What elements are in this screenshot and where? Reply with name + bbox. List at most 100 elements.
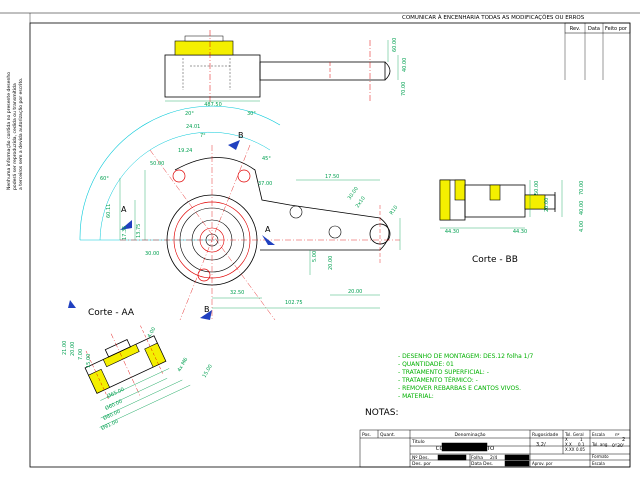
dim-d14: 30.00 [347,186,360,201]
corte-aa-view: 21.00 20.00 7.00 15.00 4.00 4x M6 15.00 … [62,300,214,432]
dim-d4: 50.00 [150,161,164,167]
svg-text:Quant.: Quant. [380,432,395,438]
aa-dim-11: 4x M6 [177,357,190,373]
svg-text:Tol. ang.: Tol. ang. [591,442,609,447]
svg-text:nº: nº [615,432,620,437]
svg-text:Título: Título [411,438,425,445]
note-item-4: - TRATAMENTO TÉRMICO: - [398,376,478,384]
aa-dim-10: Ø91.00 [100,418,119,432]
dim-d9: 13.75 [136,224,142,238]
svg-text:Data Des.: Data Des. [471,461,493,467]
note-item-2: - QUANTIDADE: 01 [398,361,454,368]
header-notice: COMUNICAR À ENCENHARIA TODAS AS MODIFICA… [402,14,585,21]
bb-dim-5: 40.00 [579,201,585,215]
dim-d10: 32.50 [230,290,244,296]
feito-por-header: Feito por [605,26,628,32]
dim-d11: 102.75 [285,300,303,306]
dim-d1: 24.01 [186,124,200,130]
svg-text:2: 2 [622,437,625,443]
svg-text:a terceiros sem a devida autor: a terceiros sem a devida autorização por… [18,78,24,190]
dim-d18: 20.00 [328,256,334,270]
top-view-width-dim: 487.50 [204,102,222,108]
svg-text:Folha: Folha [471,455,483,461]
svg-text:Formato: Formato [592,454,609,459]
bb-dim-2: 20.00 [544,198,550,212]
aa-dim-5: 4.00 [147,326,158,339]
dim-a2: 30° [247,111,256,117]
dim-a1: 20° [185,111,194,117]
dim-d6: 17.35 [122,226,128,240]
section-a-right-marker [262,235,275,245]
section-b-bottom-marker [200,310,212,320]
top-h1-dim: 60.00 [392,38,398,52]
svg-text:Aprov. por: Aprov. por [532,461,553,466]
aa-dim-6: 15.00 [202,364,214,379]
svg-text:Rugosidade: Rugosidade [532,432,558,438]
svg-text:Escala: Escala [592,461,605,466]
bb-dim-6: 44.30 [513,229,527,235]
dim-d2: 7° [200,133,206,139]
bb-dim-4: 44.30 [445,229,459,235]
dim-d8: 30.00 [145,251,159,257]
svg-text:0.1: 0.1 [578,442,585,447]
title-block-text: Pos. Quant. Denominação Título CORPO DO … [362,432,625,467]
svg-text:Nenhuma informação contida no: Nenhuma informação contida no presente d… [6,72,12,190]
rev-header: Rev. [570,26,581,32]
svg-text:X.X: X.X [565,442,572,447]
sheet-frame [29,22,631,468]
corte-bb-label: Corte - BB [472,255,518,265]
svg-text:1: 1 [580,437,583,442]
notes-title: NOTAS: [365,408,399,418]
svg-text:Pos.: Pos. [362,432,371,438]
svg-text:3,2/: 3,2/ [536,442,546,448]
note-item-6: - MATERIAL: [398,393,434,400]
aa-dim-3: 7.00 [78,349,84,360]
dim-d5: 37.00 [258,181,272,187]
svg-text:Denominação: Denominação [454,432,485,438]
bb-dim-3: 50.00 [534,181,540,195]
notes-block: - DESENHO DE MONTAGEM: DES.12 folha 1/7 … [365,353,534,418]
dim-d15: R10 [389,205,400,217]
corte-aa-label: Corte - AA [88,308,135,318]
svg-text:poderá ser reproduzida, cedida: poderá ser reproduzida, cedida ou transm… [11,83,18,190]
section-b-bottom-label: B [204,305,210,314]
svg-text:Tol. Geral: Tol. Geral [564,432,584,437]
svg-text:X.XX: X.XX [565,447,575,452]
section-a-left-label: A [121,205,127,214]
dim-a4: 60° [100,176,109,182]
side-note: Nenhuma informação contida no presente d… [6,72,24,190]
dim-a3: 45° [262,156,271,162]
top-h3-dim: 70.00 [401,82,407,96]
bb-dim-7: 4.00 [579,221,585,232]
svg-text:0.05: 0.05 [576,447,585,452]
section-a-right-label: A [265,225,271,234]
section-a-left-marker [120,220,132,230]
front-view: 20° 30° 60° 45° 24.01 7° 19.24 50.00 37.… [79,105,401,321]
svg-text:Escala: Escala [592,432,605,437]
aa-dim-2: 20.00 [70,342,76,356]
svg-text:04: 04 [438,455,444,461]
dim-d16: 2x10 [355,195,367,209]
drawing-title: CORPO DO ENCOSTO [436,446,495,452]
data-header: Data [588,26,600,32]
svg-text:Nº Des.: Nº Des. [412,455,429,461]
section-b-top-label: B [238,131,244,140]
svg-text:0°30': 0°30' [612,443,624,449]
aa-dim-4: 15.00 [86,354,92,368]
note-item-1: - DESENHO DE MONTAGEM: DES.12 folha 1/7 [398,353,534,360]
dim-d13: 17.50 [325,174,339,180]
svg-text:2/4: 2/4 [490,455,497,461]
top-h2-dim: 40.00 [402,58,408,72]
svg-text:Des. por: Des. por [412,461,431,467]
title-block [359,429,631,468]
bb-dim-1: 70.00 [579,181,585,195]
section-b-top-marker [228,140,240,150]
aa-dim-8: Ø60.00 [104,398,123,412]
note-item-3: - TRATAMENTO SUPERFICIAL: - [398,369,489,376]
dim-d3: 19.24 [178,148,192,154]
top-view: 487.50 60.00 40.00 70.00 [164,30,408,108]
dim-d17: 5.00 [312,251,318,262]
aa-dim-9: Ø80.00 [102,408,121,422]
dim-d12: 20.00 [348,289,362,295]
